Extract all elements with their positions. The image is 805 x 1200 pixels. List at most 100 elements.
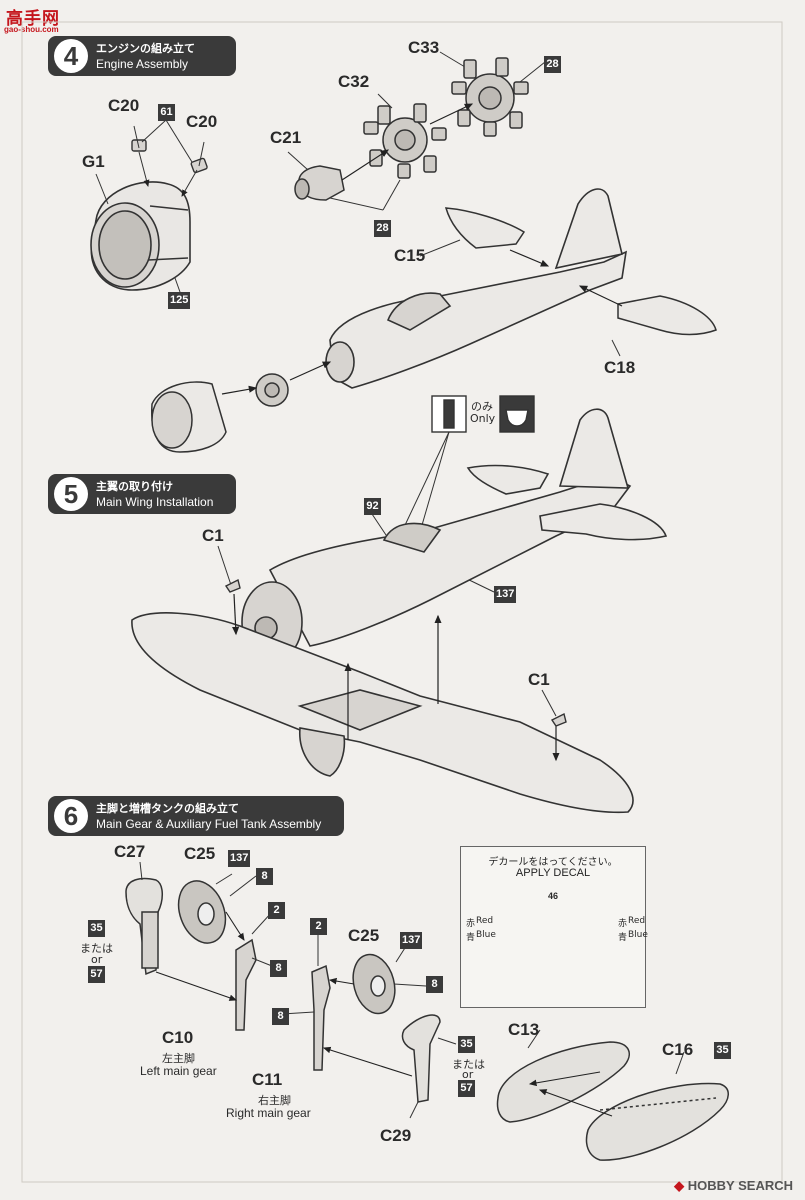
part-c15-label: C15 [394, 246, 426, 265]
step5-leaders [217, 431, 557, 717]
paint-57-right-badge: 57 [458, 1080, 475, 1097]
part-c25-right-label: C25 [348, 926, 380, 945]
step-6-number: 6 [54, 799, 88, 833]
step-6-title-en: Main Gear & Auxiliary Fuel Tank Assembly [96, 817, 322, 831]
paint-8-a-badge: 8 [256, 868, 273, 885]
paint-2-left-badge: 2 [268, 902, 285, 919]
left-gear-en: Left main gear [140, 1064, 217, 1078]
page-border [21, 21, 783, 1183]
c20-parts [131, 139, 208, 174]
stabilizer-c15-drawing [444, 207, 526, 249]
decal-number-46: 46 [548, 891, 559, 901]
paint-8-d-badge: 8 [272, 1008, 289, 1025]
part-c1-right-label: C1 [528, 670, 550, 689]
red-jp-right: 赤 [618, 919, 628, 929]
fuselage-step4-drawing [325, 188, 628, 389]
part-c10-label: C10 [162, 1028, 194, 1047]
step4-leaders [95, 51, 621, 357]
hobbysearch-mark-icon: ◆ [674, 1178, 685, 1193]
only-jp-label: のみ [471, 400, 493, 413]
paint-61-badge: 61 [158, 104, 175, 121]
hobbysearch-text: HOBBY SEARCH [687, 1178, 793, 1193]
part-c11-label: C11 [252, 1070, 283, 1089]
part-c33-label: C33 [408, 38, 440, 57]
red-jp-left: 赤 [466, 919, 476, 929]
step6-leaders [139, 861, 685, 1119]
stabilizer-c18-drawing [617, 295, 717, 336]
gear-leg-c10-drawing [235, 938, 257, 1031]
step-5-number: 5 [54, 477, 88, 511]
part-c18-label: C18 [604, 358, 636, 377]
paint-8-c-badge: 8 [426, 976, 443, 993]
drop-tank-c13-drawing [496, 1041, 630, 1123]
wing-install-arrows [232, 593, 560, 762]
step-4-banner: 4 エンジンの組み立て Engine Assembly [48, 36, 236, 76]
decal-instruction-en: APPLY DECAL [515, 867, 591, 879]
red-en-left: Red [476, 916, 494, 926]
paint-35-tank-badge: 35 [714, 1042, 731, 1059]
paint-137-right-badge: 137 [400, 932, 423, 949]
wheel-c25-right-drawing [352, 953, 396, 1015]
only-en-label: Only [470, 412, 496, 425]
paint-57-left-badge: 57 [88, 966, 105, 983]
step-6-title-jp: 主脚と増槽タンクの組み立て [96, 802, 239, 815]
engine-c32-drawing [363, 103, 447, 179]
watermark-logo: 高手网 gao-shou.com [4, 4, 76, 38]
step-4-title-jp: エンジンの組み立て [96, 42, 195, 55]
right-gear-jp: 右主脚 [258, 1094, 291, 1107]
right-gear-en: Right main gear [226, 1106, 311, 1120]
step-5-title-jp: 主翼の取り付け [96, 480, 173, 493]
paint-35-left-badge: 35 [88, 920, 105, 937]
blue-jp-right: 青 [618, 933, 628, 943]
part-c20-right-label: C20 [186, 112, 218, 131]
watermark-url: gao-shou.com [4, 25, 59, 34]
part-c27-label: C27 [114, 842, 146, 861]
step-4-number: 4 [54, 39, 88, 73]
step-5-title-en: Main Wing Installation [96, 495, 214, 509]
red-en-right: Red [628, 916, 646, 926]
step-4-title-en: Engine Assembly [96, 57, 189, 71]
only-icons [431, 395, 535, 433]
paint-125-badge: 125 [168, 292, 191, 309]
drop-tank-c16-drawing [585, 1082, 729, 1161]
part-c32-label: C32 [338, 72, 370, 91]
cowling-g1-drawing [90, 181, 191, 291]
tank-assembly-arrows [528, 1071, 613, 1117]
gear-assembly-arrows [155, 911, 413, 1077]
wheel-c25-left-drawing [177, 880, 227, 944]
paint-2-right-badge: 2 [310, 918, 327, 935]
paint-8-b-badge: 8 [270, 960, 287, 977]
gear-leg-c11-drawing [311, 964, 331, 1071]
or-jp-right: または [452, 1058, 485, 1071]
part-c1-left-label: C1 [202, 526, 224, 545]
gear-cover-c27-drawing [125, 877, 163, 976]
blue-jp-left: 青 [466, 933, 476, 943]
c21-cone-drawing [294, 165, 345, 201]
paint-137-badge: 137 [494, 586, 517, 603]
decal-instruction-box: デカールをはってください。 APPLY DECAL [460, 846, 646, 1008]
paint-28-top-badge: 28 [544, 56, 561, 73]
or-en-right: or [462, 1068, 474, 1081]
cowling-assembly-drawing [151, 373, 289, 453]
step-6-banner: 6 主脚と増槽タンクの組み立て Main Gear & Auxiliary Fu… [48, 796, 344, 836]
paint-35-right-badge: 35 [458, 1036, 475, 1053]
part-c13-label: C13 [508, 1020, 540, 1039]
gear-cover-c29-drawing [401, 1014, 441, 1103]
paint-137-left-badge: 137 [228, 850, 251, 867]
paint-28-bottom-badge: 28 [374, 220, 391, 237]
main-wing-drawing [131, 612, 634, 814]
left-gear-jp: 左主脚 [162, 1052, 195, 1065]
step4-assembly-arrows [341, 103, 474, 181]
paint-92-badge: 92 [364, 498, 381, 515]
part-c20-left-label: C20 [108, 96, 140, 115]
or-jp-left: または [80, 942, 113, 955]
decal-instruction-jp: デカールをはってください。 [488, 857, 618, 868]
engine-install-arrows [221, 361, 332, 395]
or-en-left: or [91, 953, 103, 966]
stabilizer-arrows [509, 249, 623, 307]
step-5-banner: 5 主翼の取り付け Main Wing Installation [48, 474, 236, 514]
part-g1-label: G1 [82, 152, 105, 171]
blue-en-right: Blue [628, 930, 648, 940]
